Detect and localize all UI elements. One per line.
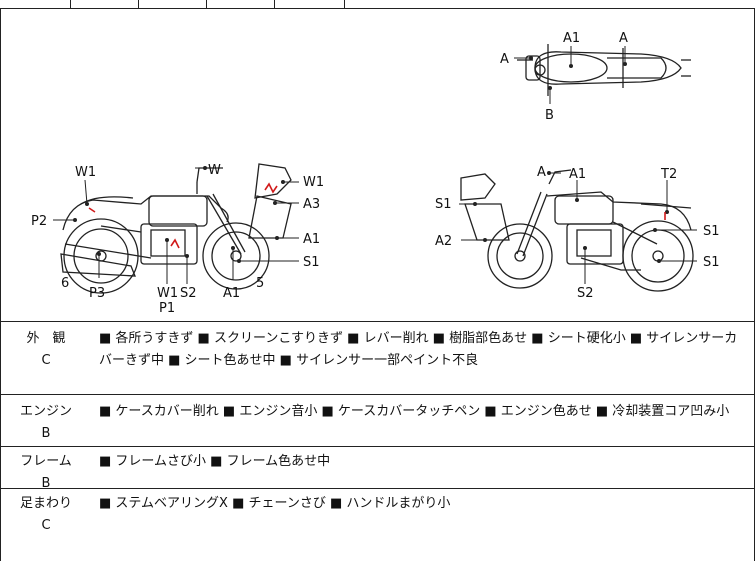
- label-right-s1-top: S1: [703, 224, 720, 239]
- category-cell: 足まわり C: [1, 493, 91, 537]
- category-name: エンジン: [19, 404, 72, 419]
- category-cell: フレーム B: [1, 451, 91, 495]
- motorcycle-left-side-view: [60, 163, 292, 294]
- diagram-labels: A A1 A B W1 W W1 A3 A1 S1 P2 6 P3 W1 P1 …: [31, 31, 720, 316]
- label-left-s1: S1: [303, 255, 320, 270]
- strip-cell: [0, 0, 71, 8]
- inspection-diagram: A A1 A B W1 W W1 A3 A1 S1 P2 6 P3 W1 P1 …: [0, 8, 755, 322]
- condition-notes: ■ ケースカバー削れ ■ エンジン音小 ■ ケースカバータッチペン ■ エンジン…: [99, 404, 730, 419]
- label-left-w: W: [208, 163, 221, 178]
- category-name: フレーム: [20, 454, 72, 469]
- label-right-t2: T2: [660, 167, 677, 182]
- label-top-a1: A1: [563, 31, 580, 46]
- category-grade: B: [41, 426, 51, 441]
- damage-mark-scratch: [264, 182, 278, 194]
- category-name: 足まわり: [19, 496, 72, 511]
- category-grade: C: [41, 353, 51, 368]
- label-left-p3: P3: [89, 286, 105, 301]
- motorcycle-top-view: [517, 44, 691, 96]
- strip-cell: [138, 0, 207, 8]
- label-top-a-right: A: [619, 31, 628, 46]
- label-top-b: B: [545, 108, 554, 123]
- label-right-s1-left: S1: [435, 197, 452, 212]
- label-right-s1-bottom: S1: [703, 255, 720, 270]
- label-top-a-left: A: [500, 52, 509, 67]
- label-right-a2: A2: [435, 234, 452, 249]
- top-table-strip: [0, 0, 755, 9]
- motorcycle-diagram-svg: A A1 A B W1 W W1 A3 A1 S1 P2 6 P3 W1 P1 …: [31, 31, 720, 316]
- motorcycle-right-side-view: [460, 169, 694, 292]
- condition-row-exterior: 外 観 C ■ 各所うすきず ■ スクリーンこすりきず ■ レバー削れ ■ 樹脂…: [0, 322, 755, 395]
- condition-row-suspension: 足まわり C ■ ステムベアリングX ■ チェーンさび ■ ハンドルまがり小: [0, 489, 755, 561]
- strip-cell: [206, 0, 275, 8]
- label-right-a: A: [537, 165, 546, 180]
- label-left-p2: P2: [31, 214, 47, 229]
- leader-lines: [53, 46, 697, 284]
- damage-marks: [88, 182, 666, 249]
- condition-notes: ■ ステムベアリングX ■ チェーンさび ■ ハンドルまがり小: [99, 496, 451, 511]
- strip-cell: [274, 0, 345, 8]
- condition-row-frame: フレーム B ■ フレームさび小 ■ フレーム色あせ中: [0, 447, 755, 491]
- strip-cell: [70, 0, 139, 8]
- category-grade: B: [41, 476, 51, 491]
- label-left-a1-right: A1: [303, 232, 320, 247]
- label-left-5: 5: [256, 276, 264, 291]
- condition-row-engine: エンジン B ■ ケースカバー削れ ■ エンジン音小 ■ ケースカバータッチペン…: [0, 395, 755, 447]
- condition-notes: ■ フレームさび小 ■ フレーム色あせ中: [99, 454, 331, 469]
- damage-mark-scratch: [170, 238, 180, 249]
- label-left-s2: S2: [180, 286, 197, 301]
- category-grade: C: [41, 518, 51, 533]
- label-left-p1: P1: [159, 301, 175, 316]
- label-left-w1-bottom: W1: [157, 286, 178, 301]
- category-cell: エンジン B: [1, 401, 91, 445]
- label-left-a1-bottom: A1: [223, 286, 240, 301]
- label-right-s2: S2: [577, 286, 594, 301]
- marker-dots: [73, 56, 669, 263]
- label-left-6: 6: [61, 276, 69, 291]
- label-left-a3: A3: [303, 197, 320, 212]
- damage-mark-scratch: [88, 207, 96, 213]
- category-cell: 外 観 C: [1, 328, 91, 372]
- label-left-w1: W1: [75, 165, 96, 180]
- category-name: 外 観: [26, 331, 66, 346]
- condition-notes: ■ 各所うすきず ■ スクリーンこすりきず ■ レバー削れ ■ 樹脂部色あせ ■…: [99, 331, 738, 368]
- label-right-a1: A1: [569, 167, 586, 182]
- label-left-w1-right: W1: [303, 175, 324, 190]
